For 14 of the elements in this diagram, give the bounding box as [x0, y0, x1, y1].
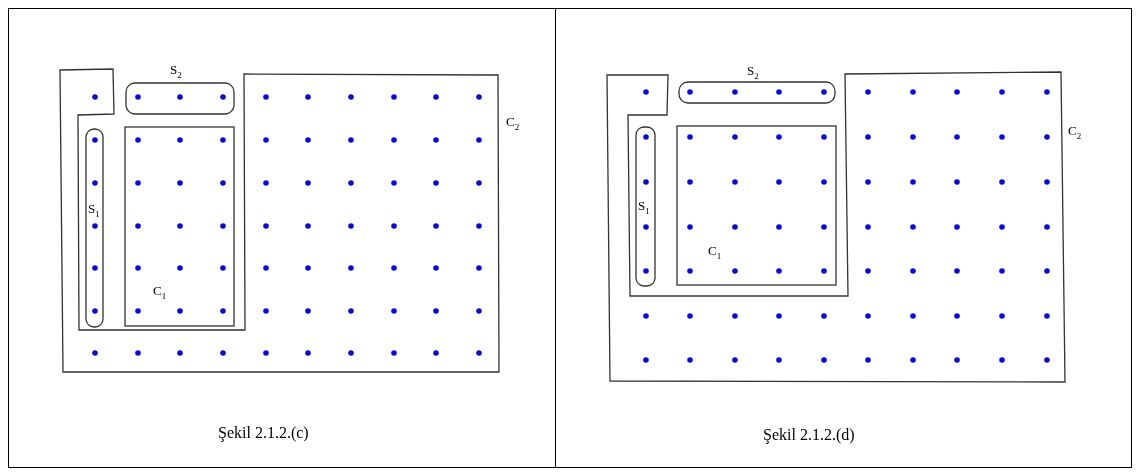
rectangular-region-outline	[677, 126, 836, 285]
figure-caption: Şekil 2.1.2.(c)	[218, 424, 309, 442]
region-label: C$_{2}$	[1068, 124, 1082, 141]
region-label: S$_{2}$	[170, 63, 182, 80]
region-label: S$_{1}$	[638, 199, 650, 216]
region-label: C$_{2}$	[506, 115, 520, 132]
region-label: C$_{1}$	[153, 284, 167, 301]
rounded-region-outline	[86, 129, 103, 327]
rounded-region-outline	[636, 127, 655, 286]
rectangular-region-outline	[125, 127, 234, 326]
region-label: S$_{1}$	[88, 202, 100, 219]
figure-caption: Şekil 2.1.2.(d)	[763, 426, 855, 444]
region-label: C$_{1}$	[708, 244, 722, 261]
region-label: S$_{2}$	[747, 64, 759, 81]
